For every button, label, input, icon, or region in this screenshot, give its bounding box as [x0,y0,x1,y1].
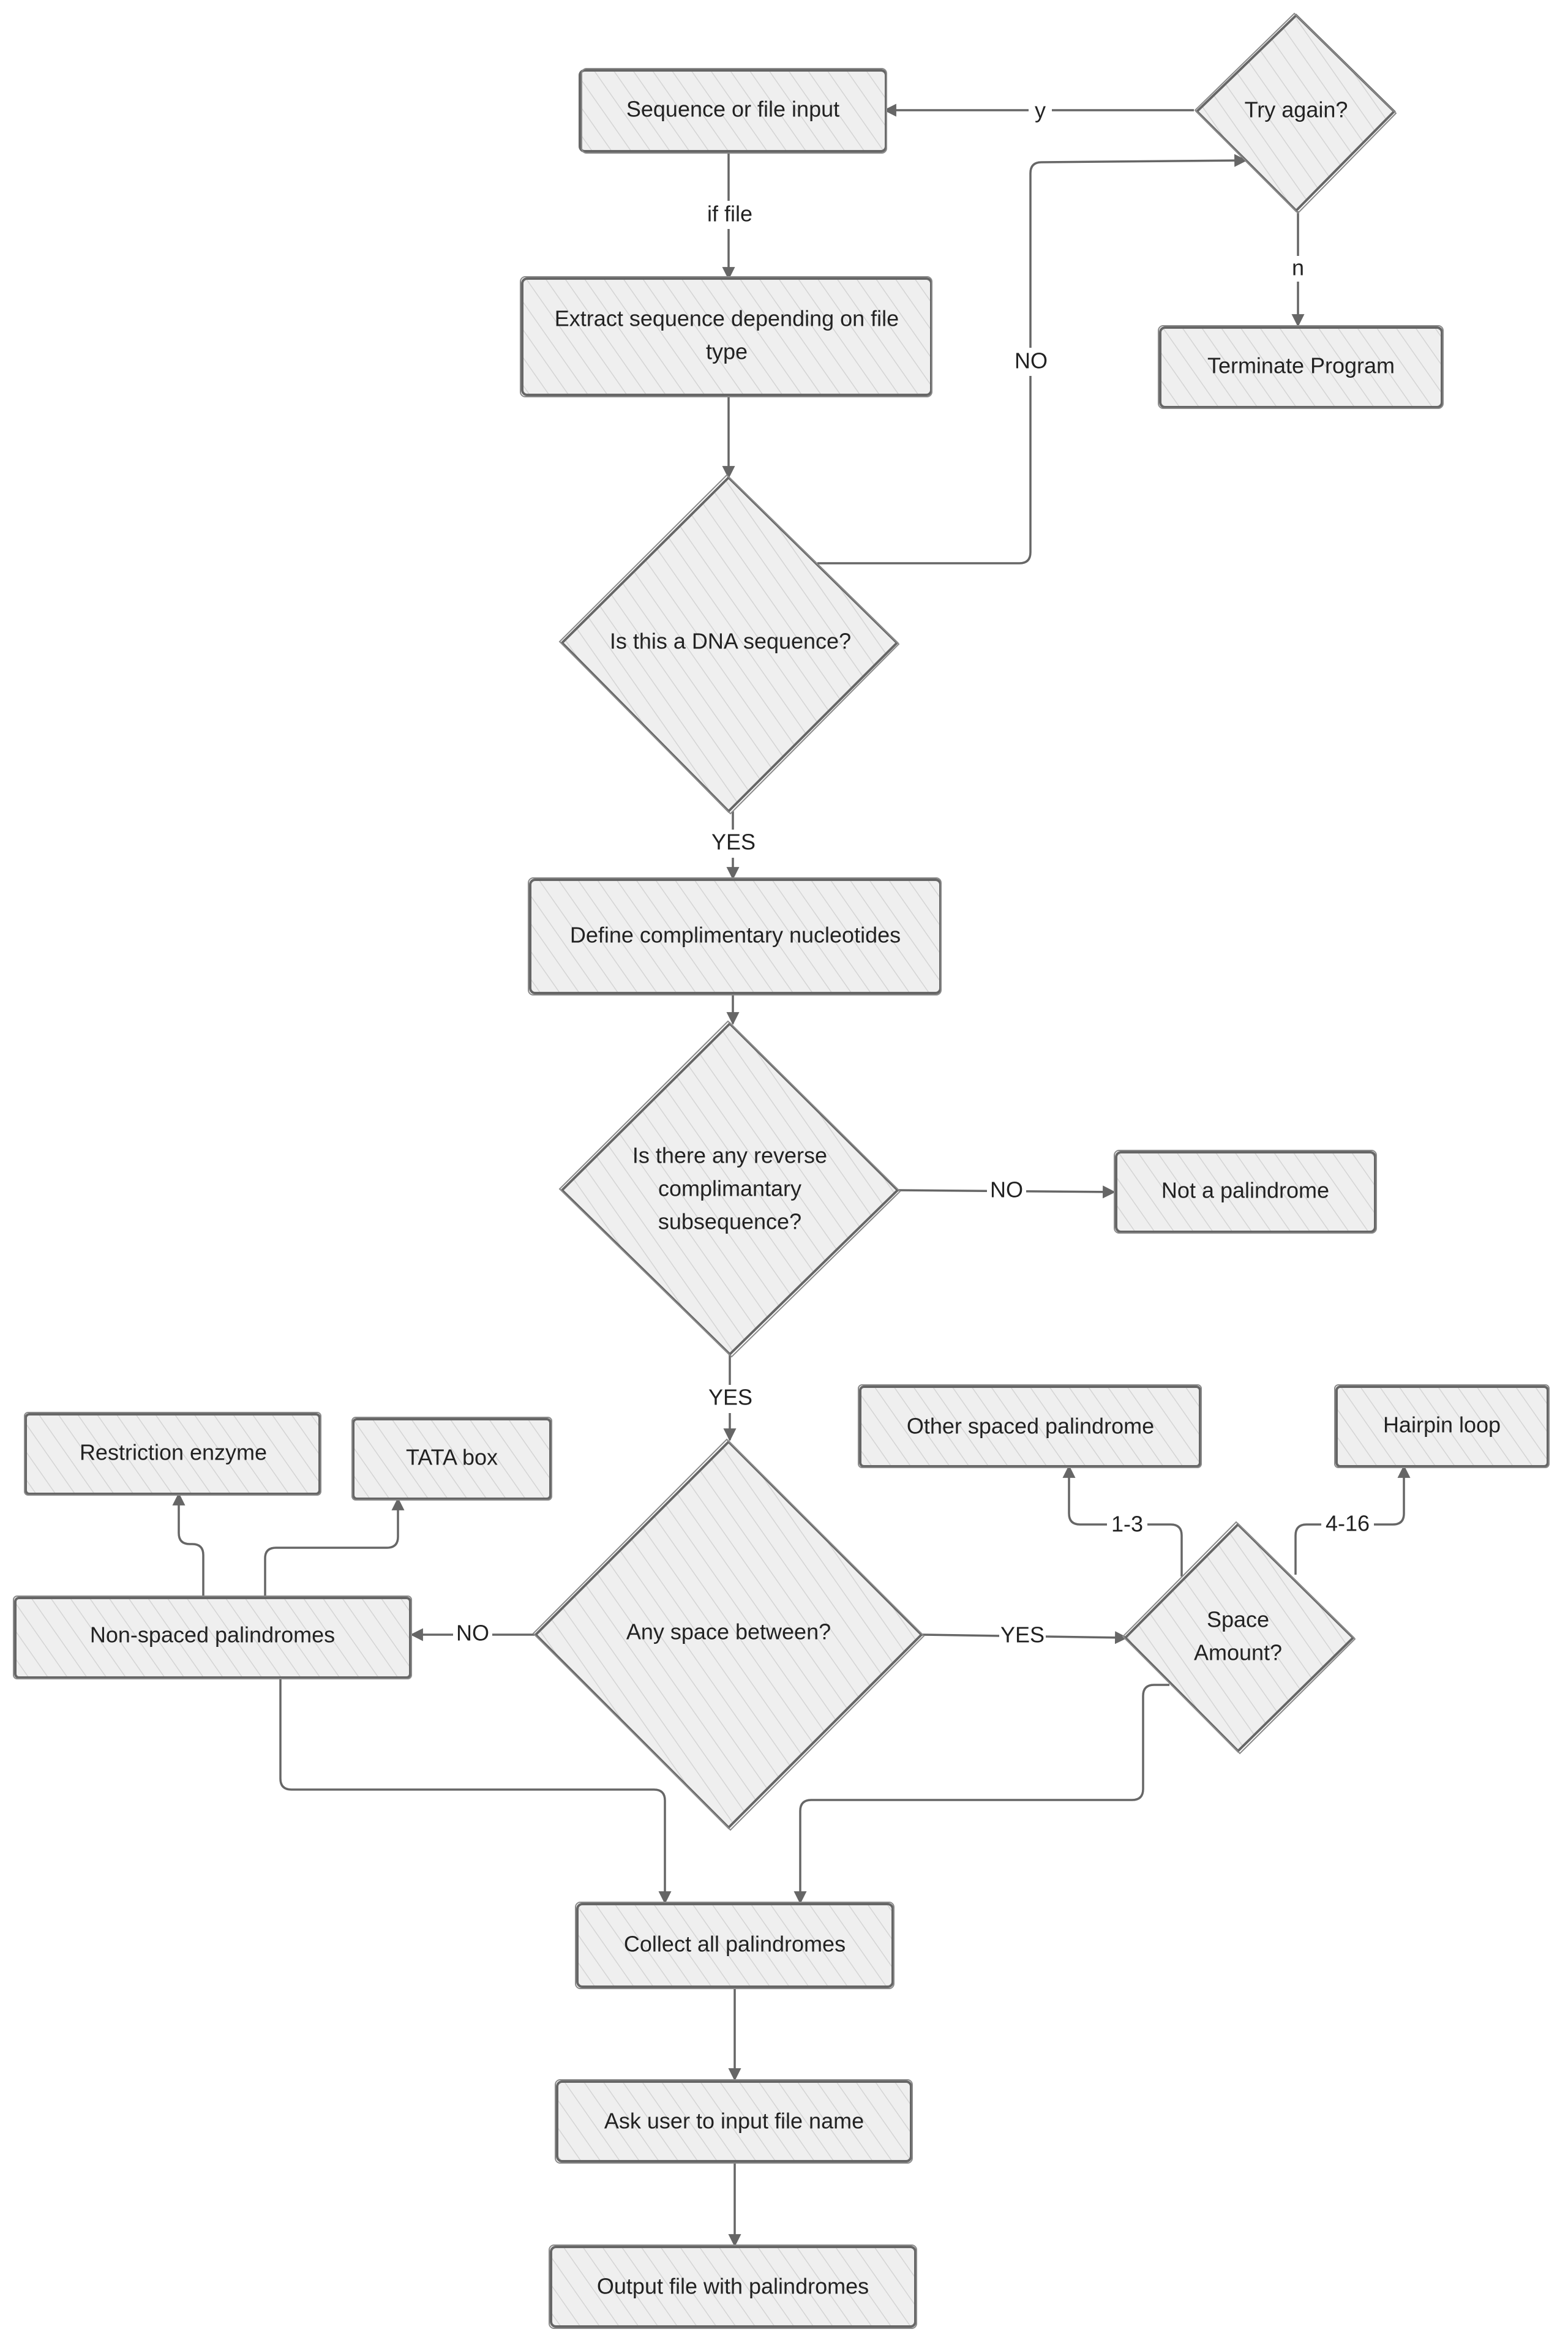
node-terminate-program: Terminate Program [1158,325,1444,409]
edge-label-y: y [1035,98,1046,123]
node-is-dna: Is this a DNA sequence? [558,474,900,815]
node-label: subsequence? [658,1209,801,1234]
node-label: Non-spaced palindromes [90,1622,335,1648]
node-label: Space [1207,1607,1269,1632]
edge-labels: y if file n NO YES NO YES NO YES 1-3 4-1… [453,97,1374,1651]
node-sequence-input: Sequence or file input [579,68,887,154]
edge-non-spaced-to-tata [264,1497,405,1597]
node-ask-user-filename: Ask user to input file name [555,2079,913,2164]
edge-label-1-3: 1-3 [1111,1512,1143,1537]
node-restriction-enzyme: Restriction enzyme [24,1412,321,1496]
node-label: Not a palindrome [1161,1178,1329,1203]
node-other-spaced-palindrome: Other spaced palindrome [858,1384,1202,1468]
node-output-file: Output file with palindromes [549,2244,917,2329]
edge-label-no-space: NO [456,1621,489,1646]
node-extract-sequence: Extract sequence depending on file type [520,276,932,397]
node-label: Extract sequence depending on file [555,306,899,331]
node-label: Output file with palindromes [597,2274,869,2299]
edge-label-if-file: if file [707,201,752,227]
node-label: Ask user to input file name [604,2109,864,2134]
node-label: Other spaced palindrome [907,1414,1154,1439]
node-label: Hairpin loop [1383,1412,1501,1438]
edge-label-4-16: 4-16 [1326,1511,1370,1536]
edge-label-no-dna: NO [1015,348,1048,373]
node-collect-palindromes: Collect all palindromes [575,1902,895,1989]
edge-label-yes-space: YES [1000,1622,1045,1648]
node-label: Amount? [1194,1640,1282,1665]
node-space-amount: Space Amount? [1122,1521,1356,1755]
node-label: Any space between? [626,1619,831,1644]
node-label: Terminate Program [1207,353,1395,378]
edge-non-spaced-to-restriction [172,1492,204,1597]
node-reverse-question: Is there any reverse complimantary subse… [558,1020,901,1358]
node-label: Is there any reverse [632,1143,827,1168]
node-label: Restriction enzyme [80,1440,267,1465]
node-define-complimentary: Define complimentary nucleotides [528,877,942,996]
node-label: Define complimentary nucleotides [570,923,901,948]
node-label: complimantary [658,1176,801,1201]
node-label: Sequence or file input [626,97,839,122]
edge-label-n: n [1292,255,1304,280]
node-label: Collect all palindromes [624,1932,846,1957]
node-label: Is this a DNA sequence? [610,629,851,654]
node-any-space-between: Any space between? [532,1438,925,1831]
node-non-spaced-palindromes: Non-spaced palindromes [13,1595,412,1679]
node-tata-box: TATA box [351,1417,552,1501]
node-label: type [706,339,748,364]
node-hairpin-loop: Hairpin loop [1334,1384,1550,1468]
edge-label-no-reverse: NO [990,1177,1023,1202]
node-label: TATA box [406,1445,498,1470]
node-try-again: Try again? [1194,12,1397,214]
edge-space-to-collect [793,1684,1169,1905]
node-label: Try again? [1245,97,1348,122]
node-not-a-palindrome: Not a palindrome [1114,1150,1377,1234]
edge-label-yes-reverse: YES [708,1385,752,1410]
edge-label-yes-dna: YES [711,830,756,855]
edge-non-spaced-to-collect [279,1678,672,1905]
